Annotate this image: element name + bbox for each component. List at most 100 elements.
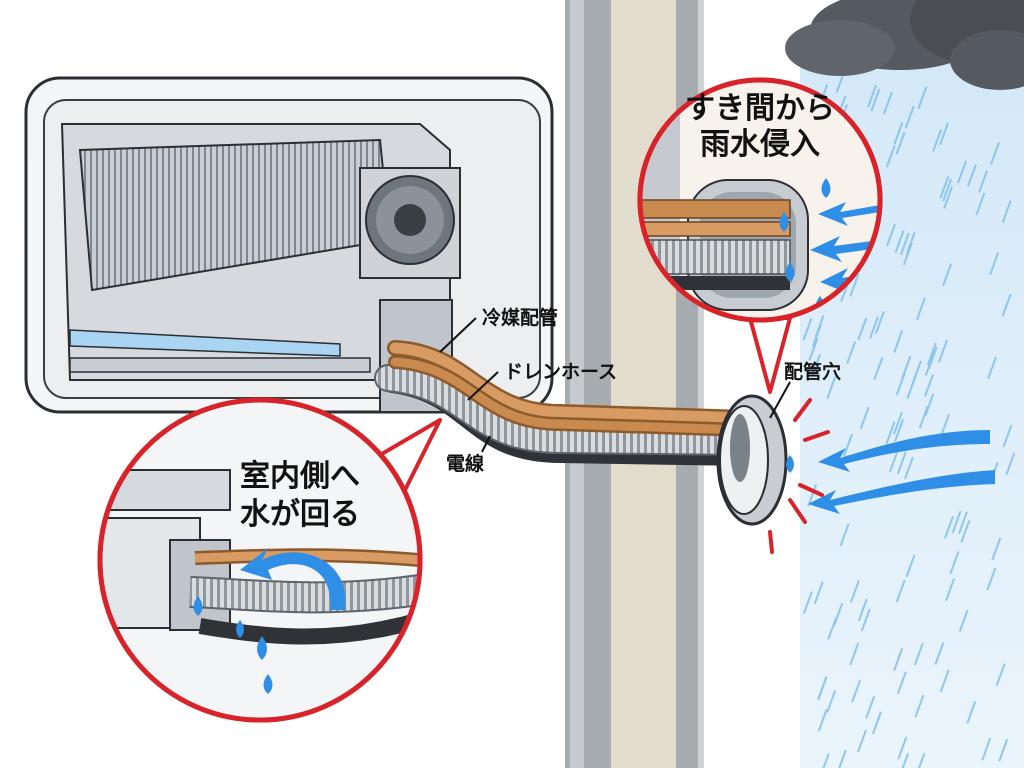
rain-streak [873, 357, 884, 381]
rain-arrows-main [808, 430, 995, 514]
rain-streak [939, 669, 950, 693]
rain-streak [867, 84, 878, 108]
rain-streak [913, 642, 924, 666]
rain-streak [869, 316, 879, 340]
rain-streak [857, 729, 867, 753]
rain-streak [991, 537, 1002, 561]
rain-streak [967, 163, 977, 187]
rain-streak [958, 511, 968, 535]
rain-streak [924, 374, 934, 397]
rain-streak [896, 671, 907, 695]
label-electric-wire: 電線 [446, 452, 484, 475]
callout-top-line1: すき間から [685, 91, 835, 126]
rain-streak [914, 694, 925, 718]
rain-streak [949, 551, 960, 574]
rain-streak [981, 737, 992, 761]
rain-streak [978, 170, 989, 193]
rain-streak [932, 129, 942, 152]
rain-streak [808, 338, 819, 361]
rain-streak [990, 142, 1000, 165]
rain-streak [1001, 200, 1012, 223]
rain-streak [942, 178, 953, 202]
piping-bundle [374, 340, 759, 466]
rain-streak [926, 342, 937, 366]
rain-streak [924, 393, 935, 417]
rain-streak [975, 192, 986, 216]
rain-streak [802, 591, 813, 615]
rain-streak [889, 449, 899, 473]
rain-streak [893, 411, 903, 435]
rain-streak [942, 263, 953, 287]
rain-streak [826, 689, 837, 713]
rain-streak [987, 356, 997, 380]
rain-streak [857, 598, 868, 622]
rain-streak [857, 317, 868, 341]
rain-streak [917, 752, 926, 768]
rain-streak [943, 185, 954, 209]
rain-streak [827, 616, 838, 640]
rain-streak [966, 700, 977, 724]
rain-streak [944, 516, 954, 539]
callout-bottom-line2: 水が回る [240, 497, 360, 532]
rain-streak [915, 297, 926, 321]
rain-streak [811, 324, 822, 347]
rain-streak [894, 419, 905, 442]
rain-streak [1001, 293, 1012, 317]
rain-streak [901, 355, 912, 379]
rain-streak [960, 520, 971, 543]
rain-streak [811, 354, 821, 377]
leader-lines [439, 317, 791, 453]
rain-streak [918, 405, 929, 429]
rain-streak [859, 406, 870, 430]
rain-streak [938, 339, 948, 363]
rain-streak [893, 329, 904, 353]
callout-bottom-line1: 室内側へ [240, 459, 360, 494]
callout-top-line2: 雨水侵入 [700, 127, 820, 162]
rain-streak [927, 346, 938, 370]
rain-streak [934, 642, 945, 665]
rain-streak [849, 580, 860, 603]
rain-streak [1005, 452, 1016, 476]
rain-streak [895, 579, 906, 603]
rain-streak [813, 581, 824, 605]
rain-streak [839, 523, 850, 547]
rain-streak [817, 677, 828, 701]
rain-streak [865, 695, 876, 719]
rain-streak [995, 663, 1006, 687]
rain-streak [885, 421, 896, 445]
rain-streak [917, 86, 928, 109]
rain-streak [940, 413, 950, 437]
label-pipe-hole: 配管穴 [784, 360, 841, 383]
rain-streak [897, 736, 908, 760]
rain-streak [807, 483, 818, 507]
rain-streak [989, 252, 1000, 275]
rain-streak [882, 91, 893, 115]
label-refrigerant-pipe: 冷媒配管 [482, 306, 558, 329]
rain-streak [860, 608, 871, 632]
rain-streak [1002, 424, 1013, 448]
rain-streak [893, 121, 904, 145]
rain-streak [874, 311, 885, 334]
rain-streak [851, 679, 862, 703]
pipe-hole-sleeve [716, 394, 794, 526]
rain-streak [899, 232, 910, 256]
rain-streak [817, 708, 828, 732]
impact-marks [768, 398, 830, 554]
rain-streak [904, 456, 914, 480]
rain-streak [870, 88, 881, 112]
rain-streak [838, 749, 847, 768]
rain-streak [895, 131, 906, 155]
blower-fan [359, 167, 461, 279]
rain-streak [802, 317, 813, 341]
rain-streak [939, 122, 950, 146]
rain-streak [957, 160, 967, 184]
rain-streak [904, 105, 915, 129]
storm-cloud [785, 0, 1024, 90]
label-drain-hose: ドレンホース [504, 361, 617, 383]
rain-streak [849, 642, 860, 666]
rain-streak [849, 273, 860, 297]
rain-streak [939, 176, 950, 199]
rain-streak [906, 376, 917, 399]
